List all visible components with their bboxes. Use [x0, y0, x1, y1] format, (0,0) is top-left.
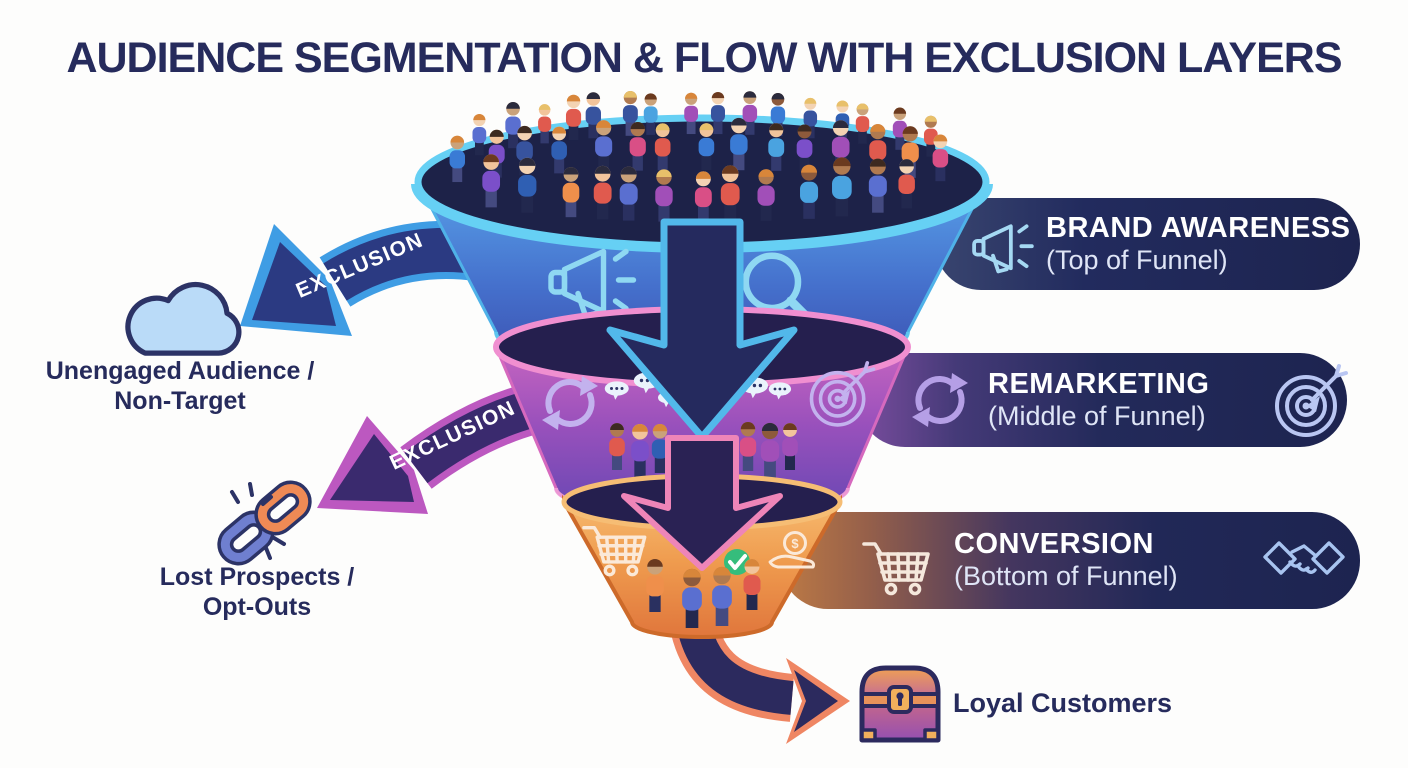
unengaged-audience-label: Unengaged Audience / Non-Target [18, 356, 342, 416]
pill-remarketing [858, 353, 1347, 447]
stage-sublabel: (Middle of Funnel) [988, 401, 1206, 431]
check-icon [724, 549, 750, 575]
label-line2: Opt-Outs [202, 593, 312, 621]
cloud-icon [125, 282, 242, 356]
conversion-people [646, 558, 761, 628]
loyal-customers-label: Loyal Customers [953, 688, 1173, 718]
stage-label-brand-awareness: BRAND AWARENESS (Top of Funnel) [1046, 212, 1351, 276]
treasure-chest-icon [859, 665, 941, 743]
broken-link-icon [217, 480, 312, 566]
stage-label: REMARKETING [988, 368, 1210, 400]
audience-crowd [449, 91, 949, 222]
stage-label: CONVERSION [954, 528, 1154, 560]
stage-label-remarketing: REMARKETING (Middle of Funnel) [988, 368, 1209, 432]
page-title: AUDIENCE SEGMENTATION & FLOW WITH EXCLUS… [66, 34, 1342, 82]
label-line2: Non-Target [114, 387, 246, 415]
stage-sublabel: (Bottom of Funnel) [954, 561, 1178, 591]
label-line1: Lost Prospects / [159, 563, 355, 591]
pill-conversion [780, 512, 1360, 609]
hand-coin-icon: $ [768, 531, 816, 569]
flow-arrow-top-to-middle [606, 218, 798, 441]
label-line1: Unengaged Audience / [45, 357, 315, 385]
stage-pills [780, 198, 1360, 609]
stage-label: BRAND AWARENESS [1046, 212, 1351, 244]
lost-prospects-label: Lost Prospects / Opt-Outs [112, 562, 402, 622]
pill-brand-awareness [935, 198, 1360, 290]
remarketing-people [609, 422, 798, 478]
dollar-glyph: $ [791, 536, 799, 551]
stage-sublabel: (Top of Funnel) [1046, 245, 1228, 275]
stage-label-conversion: CONVERSION (Bottom of Funnel) [954, 528, 1178, 592]
flow-arrow-middle-to-bottom [621, 435, 783, 571]
